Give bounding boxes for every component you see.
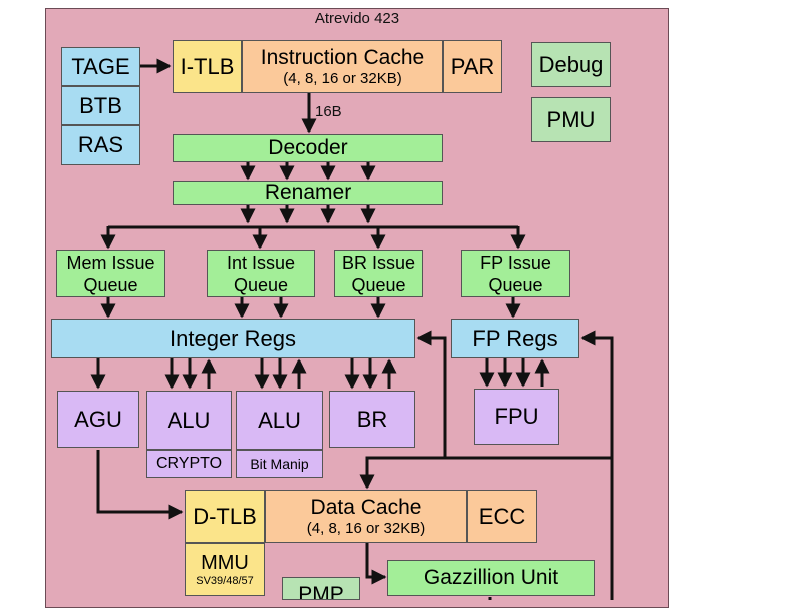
dcache-title: Data Cache [310,496,422,519]
debug-label: Debug [538,51,604,77]
fp-issue-queue: FP Issue Queue [461,250,570,297]
agu-block: AGU [57,391,139,448]
int-queue-line2: Queue [233,274,289,295]
diagram-title: Atrevido 423 [314,10,400,27]
pmu-block: PMU [531,97,611,142]
mem-queue-line2: Queue [83,274,138,295]
br-queue-line1: BR Issue [341,252,416,273]
arrow-agu-dtlb [96,450,184,520]
pmp-block: PMP [282,577,360,600]
tage-label: TAGE [71,53,130,79]
instruction-cache-block: Instruction Cache (4, 8, 16 or 32KB) [242,40,443,93]
br-unit-label: BR [356,406,388,432]
pmp-label: PMP [298,583,344,600]
data-cache-block: Data Cache (4, 8, 16 or 32KB) [265,490,467,543]
dcache-size: (4, 8, 16 or 32KB) [306,520,426,537]
decoder-block: Decoder [173,134,443,162]
integer-regs-block: Integer Regs [51,319,415,358]
dtlb-block: D-TLB [185,490,265,543]
fpu-block: FPU [474,389,559,445]
decoder-label: Decoder [268,136,348,159]
alu1-label: ALU [167,407,211,433]
dtlb-label: D-TLB [193,503,257,529]
crypto-label: CRYPTO [155,455,223,472]
mem-issue-queue: Mem Issue Queue [56,250,165,297]
itlb-label: I-TLB [180,53,235,79]
tage-block: TAGE [61,47,140,86]
debug-block: Debug [531,42,611,87]
arrow-writeback-int [416,330,447,458]
gazzillion-unit-block: Gazzillion Unit [387,560,595,596]
alu1-block: ALU [146,391,232,450]
btb-block: BTB [61,86,140,125]
br-queue-line2: Queue [351,274,406,295]
bitmanip-block: Bit Manip [236,450,323,478]
fpu-label: FPU [494,404,539,429]
btb-label: BTB [79,92,122,118]
alu2-block: ALU [236,391,323,450]
mmu-label: MMU [201,552,249,574]
par-block: PAR [443,40,502,93]
gazzillion-label: Gazzillion Unit [423,566,559,589]
br-unit-block: BR [329,391,415,448]
arrow-dcache-gazzillion [365,542,387,585]
itlb-block: I-TLB [173,40,242,93]
renamer-block: Renamer [173,181,443,205]
mmu-modes: SV39/48/57 [196,575,254,587]
br-issue-queue: BR Issue Queue [334,250,423,297]
fp-regs-block: FP Regs [451,319,579,358]
integer-regs-label: Integer Regs [170,325,296,351]
agu-label: AGU [74,406,122,432]
pmu-label: PMU [546,106,596,132]
bitmanip-label: Bit Manip [250,456,309,472]
arrow-writeback-fp [580,330,614,600]
mem-queue-line1: Mem Issue [66,252,155,273]
fp-queue-line2: Queue [488,274,543,295]
ras-block: RAS [61,125,140,165]
icache-title: Instruction Cache [260,46,425,69]
ras-label: RAS [77,132,124,157]
int-issue-queue: Int Issue Queue [207,250,315,297]
fp-regs-label: FP Regs [472,325,558,351]
fetch-width-label: 16B [315,103,342,120]
ecc-label: ECC [478,503,526,529]
fp-queue-line1: FP Issue [480,252,551,273]
renamer-label: Renamer [264,181,352,204]
mmu-block: MMU SV39/48/57 [185,543,265,596]
crypto-block: CRYPTO [146,450,232,478]
int-queue-line1: Int Issue [226,252,296,273]
ecc-block: ECC [467,490,537,543]
alu2-label: ALU [258,407,301,433]
icache-size: (4, 8, 16 or 32KB) [283,70,402,87]
par-label: PAR [450,53,495,79]
